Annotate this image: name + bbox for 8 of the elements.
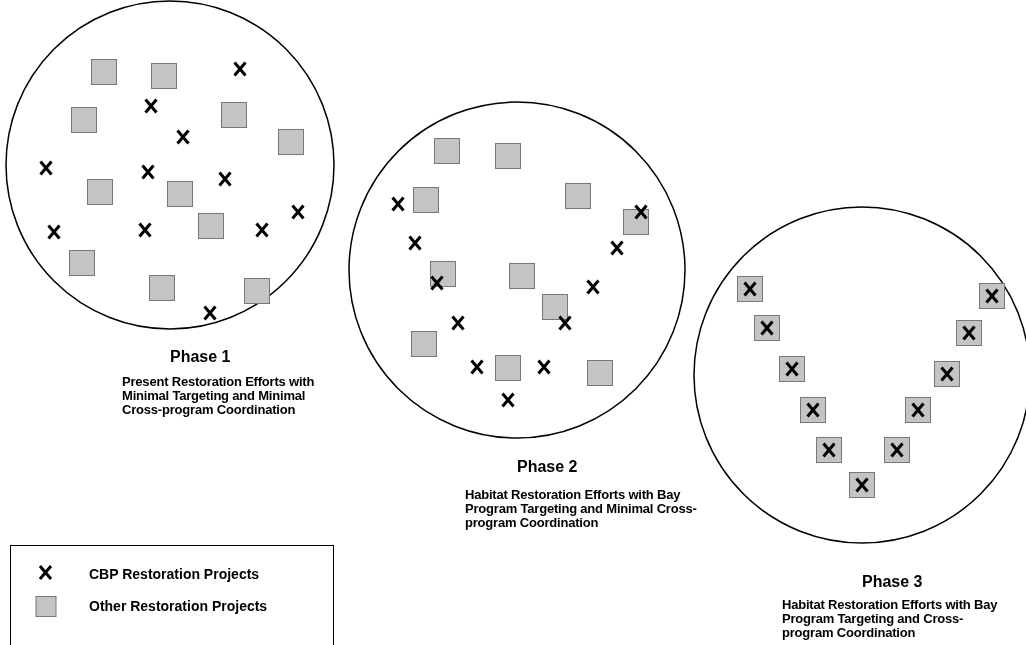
phase-description: Present Restoration Efforts with Minimal Targeting and Minimal Cross-program Coordination — [122, 375, 316, 417]
legend-label: Other Restoration Projects — [89, 598, 268, 614]
phase-heading: Phase 1 — [170, 348, 231, 366]
phase-heading: Phase 2 — [517, 458, 578, 476]
legend-label: CBP Restoration Projects — [89, 566, 260, 582]
phase-description: Habitat Restoration Efforts with Bay Program Targeting and Minimal Cross-program Coordination — [465, 488, 698, 530]
phase-description: Habitat Restoration Efforts with Bay Program Targeting and Cross-program Coordination — [782, 598, 999, 640]
phase-heading: Phase 3 — [862, 573, 923, 591]
